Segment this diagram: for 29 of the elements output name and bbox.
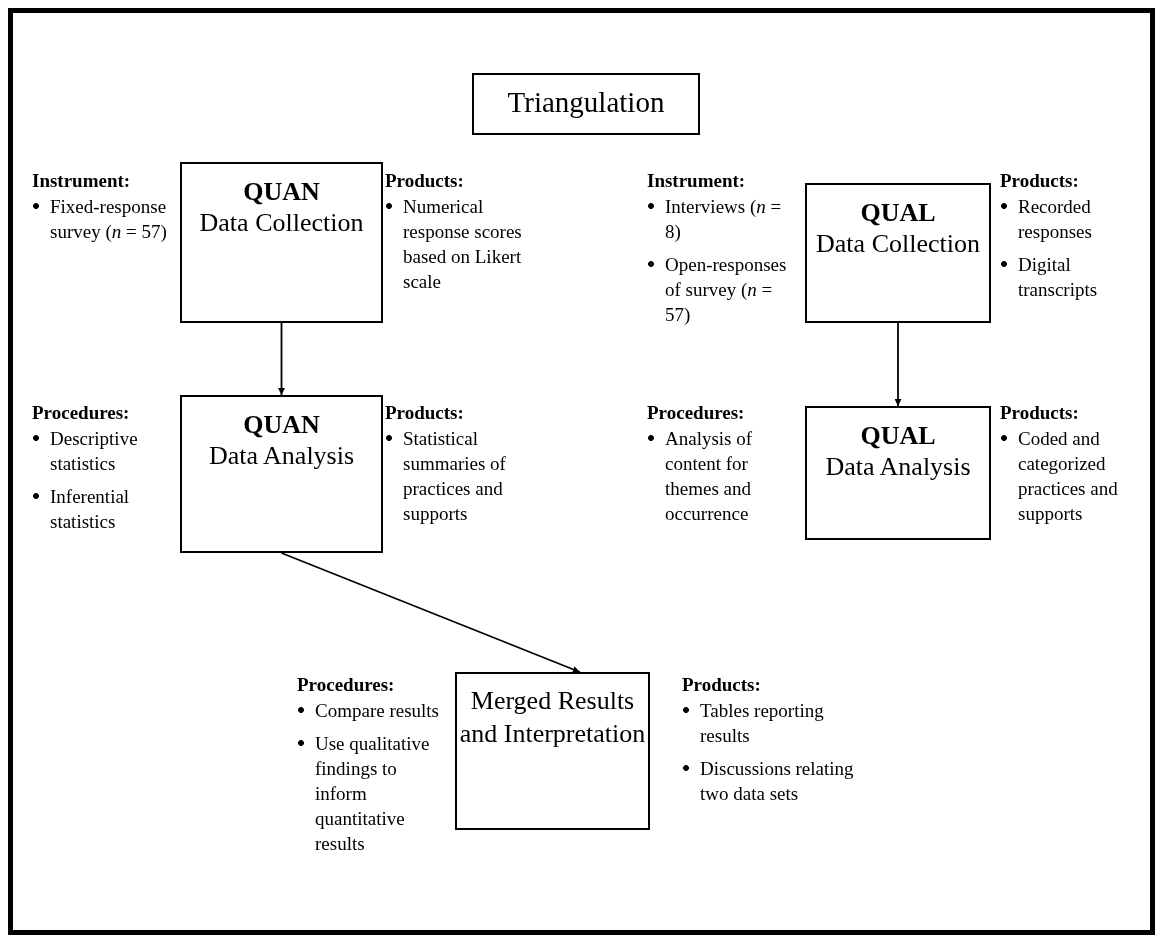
box-heading: QUAN [242, 409, 321, 440]
section-heading: Products: [682, 673, 762, 697]
title-box [472, 73, 700, 135]
box-text: Data Analysis [824, 451, 972, 482]
process-box [805, 406, 991, 540]
box-text: Triangulation [506, 87, 666, 118]
box-text: Data Collection [198, 207, 365, 238]
arrow [894, 322, 902, 407]
process-box [805, 183, 991, 323]
process-box [455, 672, 650, 830]
section-heading: Products: [385, 169, 465, 193]
arrow [278, 322, 285, 396]
box-text: Data Collection [815, 228, 981, 259]
section-heading: Instrument: [32, 169, 132, 193]
box-heading: QUAN [242, 176, 321, 207]
section-heading: Products: [385, 401, 465, 425]
section-heading: Instrument: [647, 169, 747, 193]
section-heading: Products: [1000, 401, 1080, 425]
section-heading: Procedures: [297, 673, 396, 697]
box-heading: QUAL [859, 420, 937, 451]
process-box [180, 162, 383, 323]
section-heading: Procedures: [32, 401, 131, 425]
arrow [280, 552, 581, 673]
process-box [180, 395, 383, 553]
section-heading: Procedures: [647, 401, 746, 425]
section-heading: Products: [1000, 169, 1080, 193]
box-text: Merged Results and Interpretation [458, 685, 647, 750]
box-text: Data Analysis [207, 440, 356, 471]
box-heading: QUAL [859, 197, 937, 228]
